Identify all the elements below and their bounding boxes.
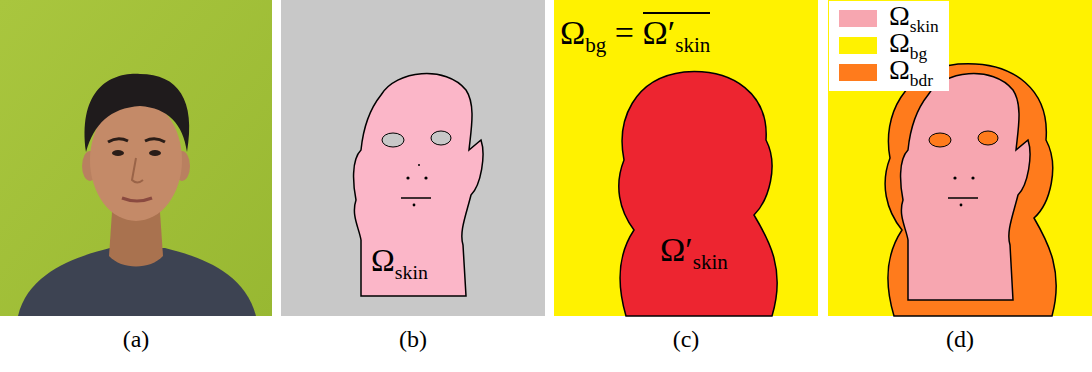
regions-panel bbox=[828, 0, 1092, 316]
omega-symbol: Ω′ bbox=[660, 231, 693, 268]
symbol-group: Ω′skin bbox=[643, 12, 711, 56]
text-run: ) bbox=[141, 326, 149, 352]
legend-box: ΩskinΩbgΩbdr bbox=[829, 1, 949, 91]
text-run: ) bbox=[419, 326, 427, 352]
region-label: Ω′skin bbox=[660, 232, 728, 273]
symbol-group: Ω′skin bbox=[660, 232, 728, 273]
subscript: bdr bbox=[910, 71, 933, 90]
omega-symbol: Ω bbox=[889, 0, 910, 31]
skin-mask-panel bbox=[281, 0, 545, 316]
subscript: skin bbox=[675, 33, 710, 57]
legend-swatch bbox=[839, 10, 877, 27]
symbol-group: Ωbdr bbox=[889, 55, 933, 90]
text-run: c bbox=[681, 326, 692, 352]
text-run: ) bbox=[966, 326, 974, 352]
photo-panel bbox=[0, 0, 272, 316]
text-run: = bbox=[606, 14, 642, 51]
legend-row: Ωbdr bbox=[839, 59, 939, 86]
text-run: b bbox=[407, 326, 419, 352]
legend-swatch bbox=[839, 64, 877, 81]
omega-symbol: Ω′ bbox=[643, 14, 676, 51]
dilated-region-panel bbox=[554, 0, 818, 316]
subscript: skin bbox=[693, 250, 728, 274]
text-run: a bbox=[131, 326, 142, 352]
text-run: ) bbox=[691, 326, 699, 352]
panel-caption: (b) bbox=[399, 327, 427, 351]
subscript: skin bbox=[395, 261, 428, 283]
legend-swatch bbox=[839, 37, 877, 54]
region-label: Ωskin bbox=[371, 244, 428, 282]
text-run: ( bbox=[946, 326, 954, 352]
panel-caption: (a) bbox=[123, 327, 150, 351]
text-run: ( bbox=[673, 326, 681, 352]
omega-symbol: Ω bbox=[560, 14, 585, 51]
subscript: bg bbox=[910, 44, 927, 63]
omega-symbol: Ω bbox=[889, 54, 910, 85]
legend-text: Ωbdr bbox=[889, 55, 933, 90]
legend-row: Ωskin bbox=[839, 5, 939, 32]
panel-caption: (c) bbox=[673, 327, 700, 351]
omega-symbol: Ω bbox=[889, 27, 910, 58]
legend-row: Ωbg bbox=[839, 32, 939, 59]
text-run: ( bbox=[123, 326, 131, 352]
region-equation: Ωbg = Ω′skin bbox=[560, 12, 710, 56]
subscript: bg bbox=[585, 33, 606, 57]
text-run: ( bbox=[399, 326, 407, 352]
text-run: d bbox=[954, 326, 966, 352]
symbol-group: Ωskin bbox=[371, 244, 428, 282]
panel-caption: (d) bbox=[946, 327, 974, 351]
subscript: skin bbox=[910, 17, 939, 36]
omega-symbol: Ω bbox=[371, 242, 395, 278]
symbol-group: Ωbg bbox=[560, 15, 606, 56]
